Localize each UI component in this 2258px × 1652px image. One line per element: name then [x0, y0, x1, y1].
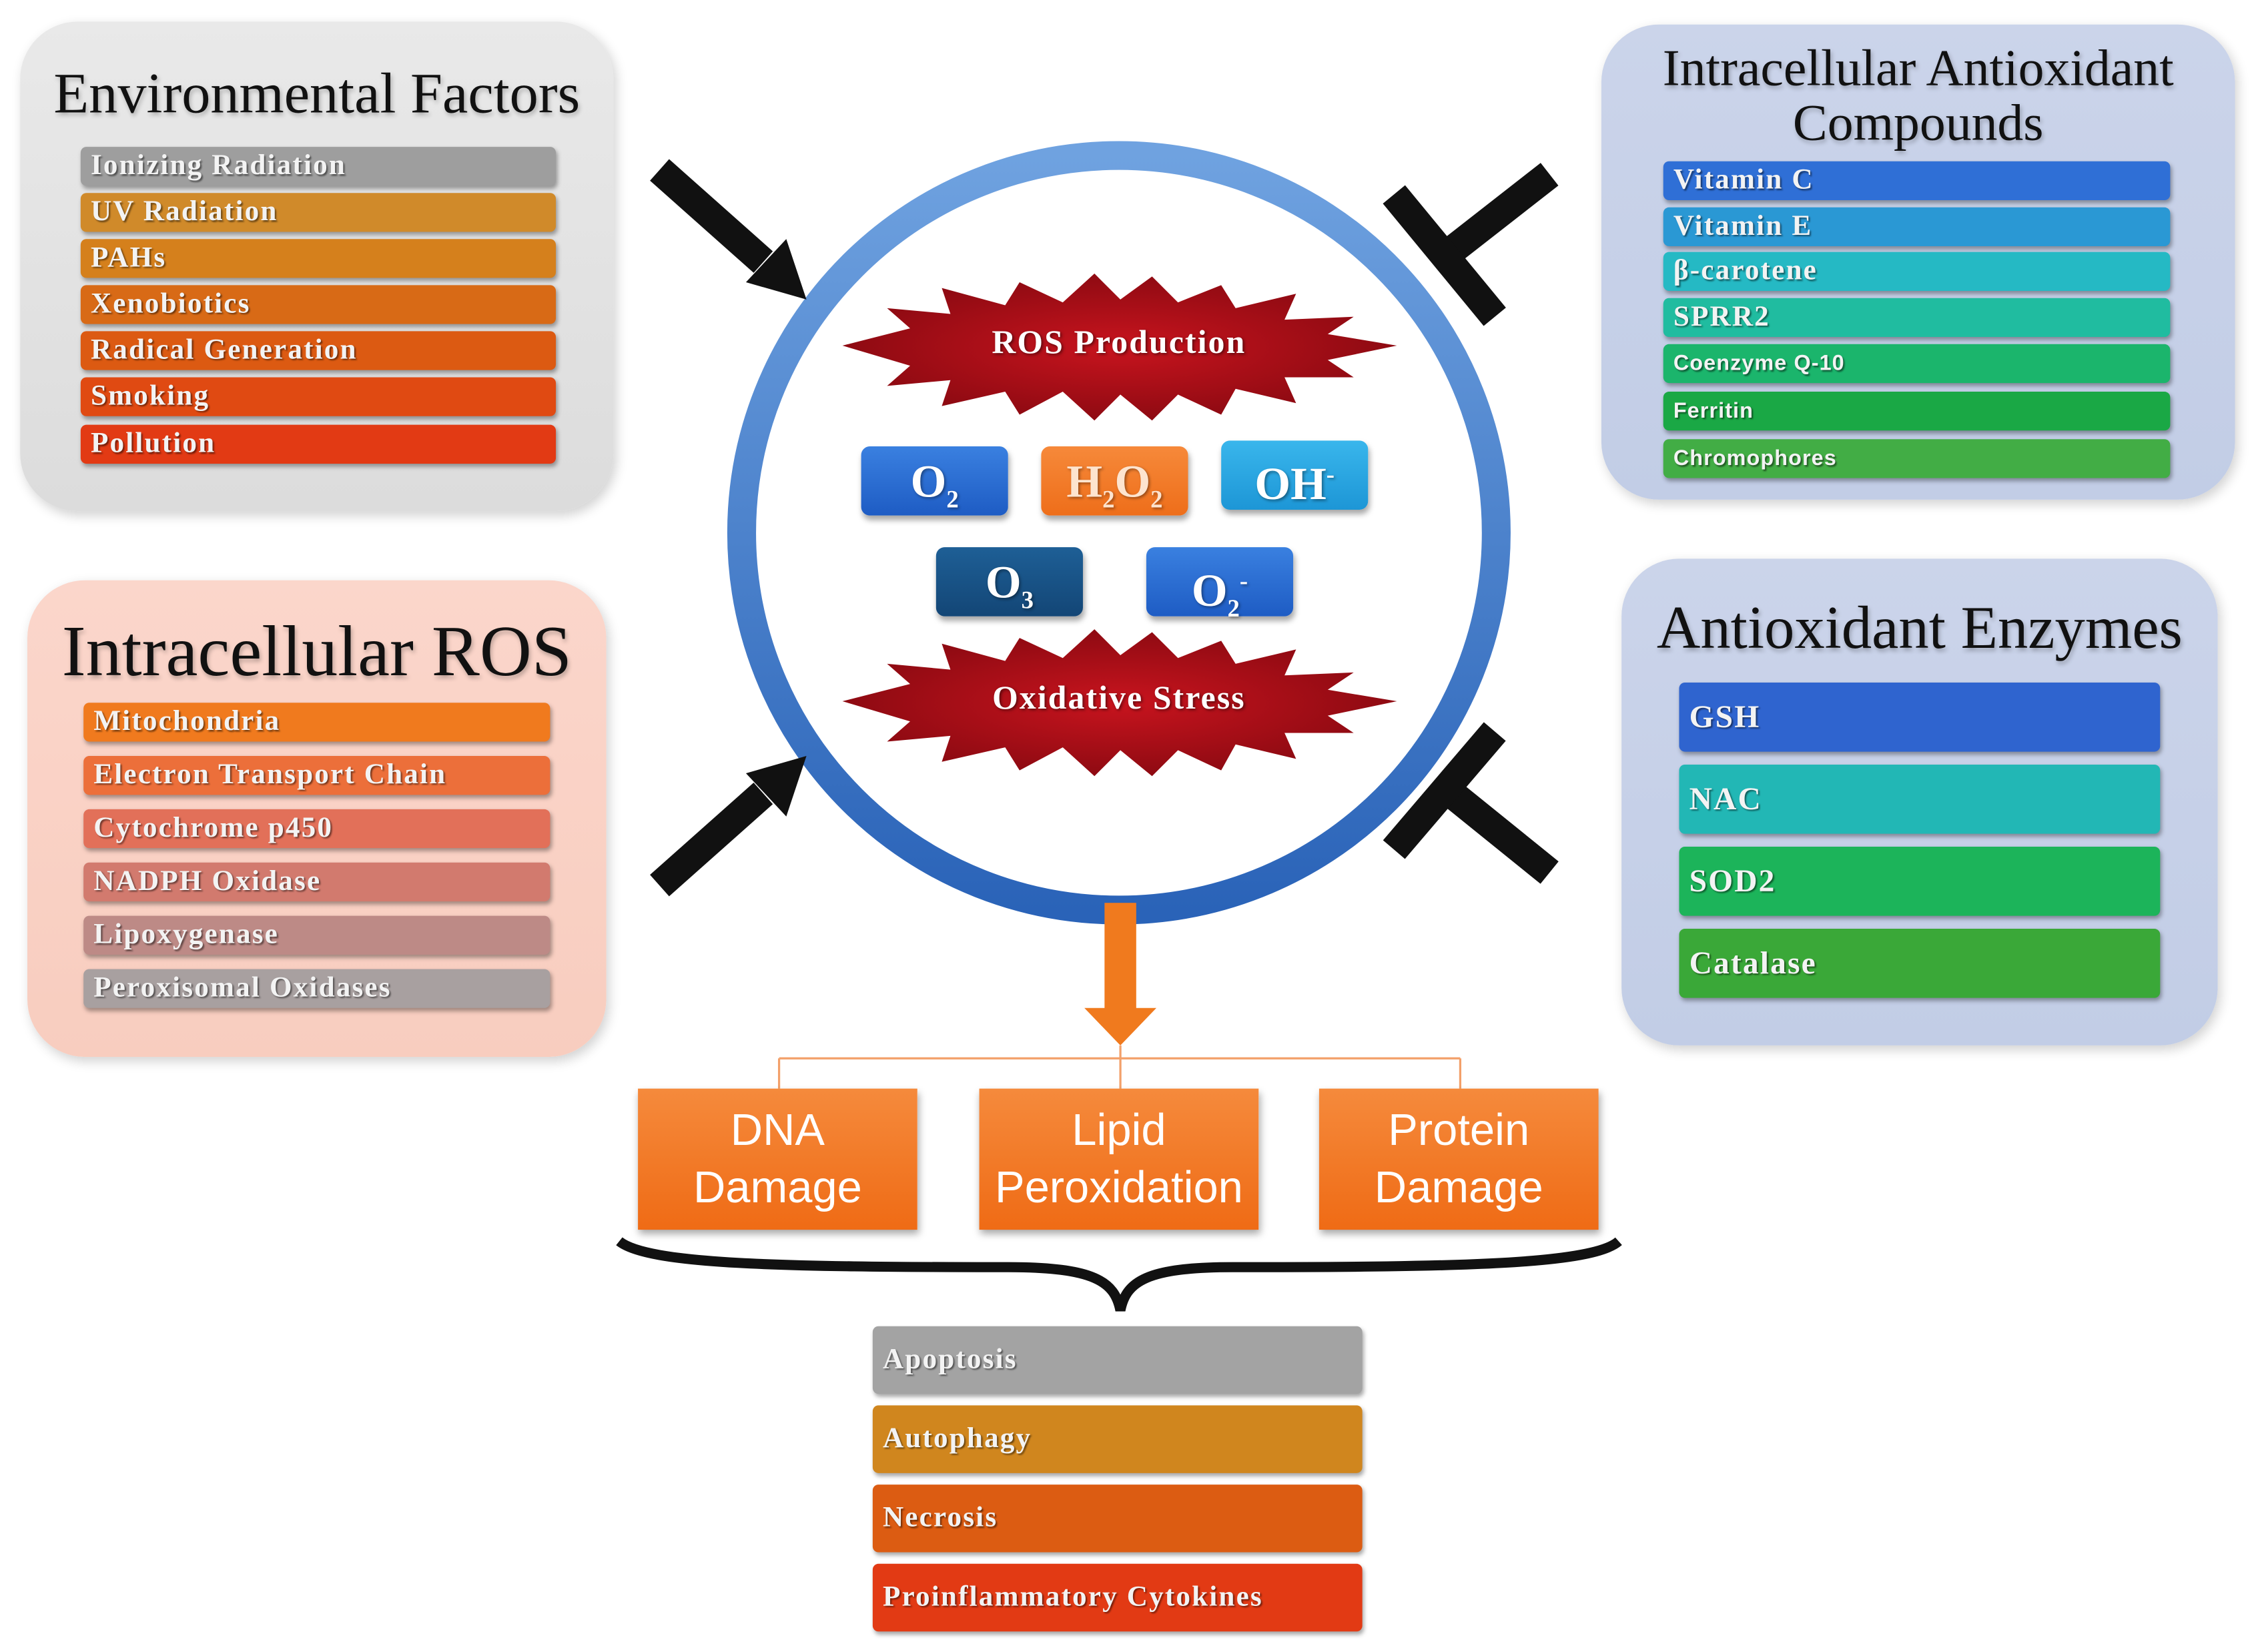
- compound-item-chromophores: Chromophores: [1663, 439, 2171, 478]
- arrow-environmental-to-ros: [650, 159, 807, 300]
- compound-item-sprr2: SPRR2: [1663, 298, 2171, 338]
- env-item-pahs: PAHs: [80, 239, 556, 278]
- ros-item-electron-transport-chain: Electron Transport Chain: [83, 756, 550, 795]
- ros-item-nadph-oxidase: NADPH Oxidase: [83, 862, 550, 902]
- molecule-h2o2: H2O2: [1041, 446, 1188, 516]
- molecule-o3: O3: [935, 547, 1083, 616]
- molecule-o2: O2: [861, 446, 1008, 516]
- lipid-peroxidation-line1: Lipid: [1072, 1104, 1166, 1155]
- ros-item-mitochondria: Mitochondria: [83, 703, 550, 742]
- env-item-uv-radiation: UV Radiation: [80, 193, 556, 232]
- env-item-ionizing-radiation: Ionizing Radiation: [80, 147, 556, 186]
- enzyme-item-nac: NAC: [1679, 765, 2161, 834]
- oxidative-stress-label: Oxidative Stress: [992, 679, 1246, 716]
- compound-item-ferritin: Ferritin: [1663, 392, 2171, 431]
- outcome-necrosis: Necrosis: [872, 1485, 1363, 1553]
- intracellular-ros-title: Intracellular ROS: [61, 610, 572, 691]
- environmental-factors-title: Environmental Factors: [53, 60, 581, 125]
- ros-item-lipoxygenase: Lipoxygenase: [83, 915, 550, 955]
- environmental-factors-panel: Environmental Factors Ionizing Radiation…: [20, 21, 614, 512]
- env-item-pollution: Pollution: [80, 424, 556, 464]
- env-item-radical-generation: Radical Generation: [80, 331, 556, 370]
- env-item-smoking: Smoking: [80, 377, 556, 416]
- ros-item-cytochrome-p450: Cytochrome p450: [83, 809, 550, 849]
- compound-item-coenzyme-q10: Coenzyme Q-10: [1663, 344, 2171, 384]
- molecule-oh: OH-: [1221, 440, 1369, 510]
- outcome-apoptosis: Apoptosis: [872, 1326, 1363, 1394]
- arrow-down-to-damage: [1084, 903, 1157, 1046]
- dna-damage-line1: DNA: [730, 1104, 825, 1155]
- protein-damage-line1: Protein: [1388, 1104, 1530, 1155]
- damage-connector: [777, 1045, 1462, 1089]
- enzyme-item-sod2: SOD2: [1679, 847, 2161, 916]
- outcome-autophagy: Autophagy: [872, 1405, 1363, 1473]
- enzyme-item-catalase: Catalase: [1679, 929, 2161, 998]
- curly-brace: [616, 1237, 1622, 1312]
- intracellular-ros-panel: Intracellular ROS Mitochondria Electron …: [27, 580, 607, 1058]
- ros-production-burst: [842, 274, 1397, 421]
- ros-production-label: ROS Production: [992, 324, 1246, 360]
- antioxidant-compounds-title-line1: Intracellular Antioxidant: [1662, 39, 2174, 97]
- antioxidant-compounds-title-line2: Compounds: [1792, 93, 2044, 151]
- compound-item-vitamin-c: Vitamin C: [1663, 161, 2171, 200]
- inhibition-compounds: [1383, 163, 1559, 326]
- outcome-proinflammatory-cytokines: Proinflammatory Cytokines: [872, 1563, 1363, 1632]
- dna-damage-box: DNA Damage: [638, 1088, 917, 1230]
- enzyme-item-gsh: GSH: [1679, 682, 2161, 752]
- env-item-xenobiotics: Xenobiotics: [80, 285, 556, 324]
- arrow-intracellular-to-ros: [650, 756, 807, 897]
- antioxidant-enzymes-panel: Antioxidant Enzymes GSH NAC SOD2 Catalas…: [1621, 558, 2218, 1046]
- oxidative-stress-burst: [842, 629, 1397, 777]
- protein-damage-line2: Damage: [1374, 1162, 1543, 1213]
- inhibition-enzymes: [1383, 722, 1559, 884]
- antioxidant-enzymes-title: Antioxidant Enzymes: [1656, 596, 2183, 663]
- compound-item-vitamin-e: Vitamin E: [1663, 207, 2171, 247]
- lipid-peroxidation-line2: Peroxidation: [994, 1162, 1243, 1213]
- dna-damage-line2: Damage: [693, 1162, 862, 1213]
- antioxidant-compounds-panel: Intracellular Antioxidant Compounds Vita…: [1601, 24, 2235, 500]
- compound-item-beta-carotene: β-carotene: [1663, 252, 2171, 291]
- cell-ring: [727, 141, 1511, 925]
- molecule-o2-minus: O2-: [1146, 547, 1294, 622]
- ros-item-peroxisomal-oxidases: Peroxisomal Oxidases: [83, 969, 550, 1008]
